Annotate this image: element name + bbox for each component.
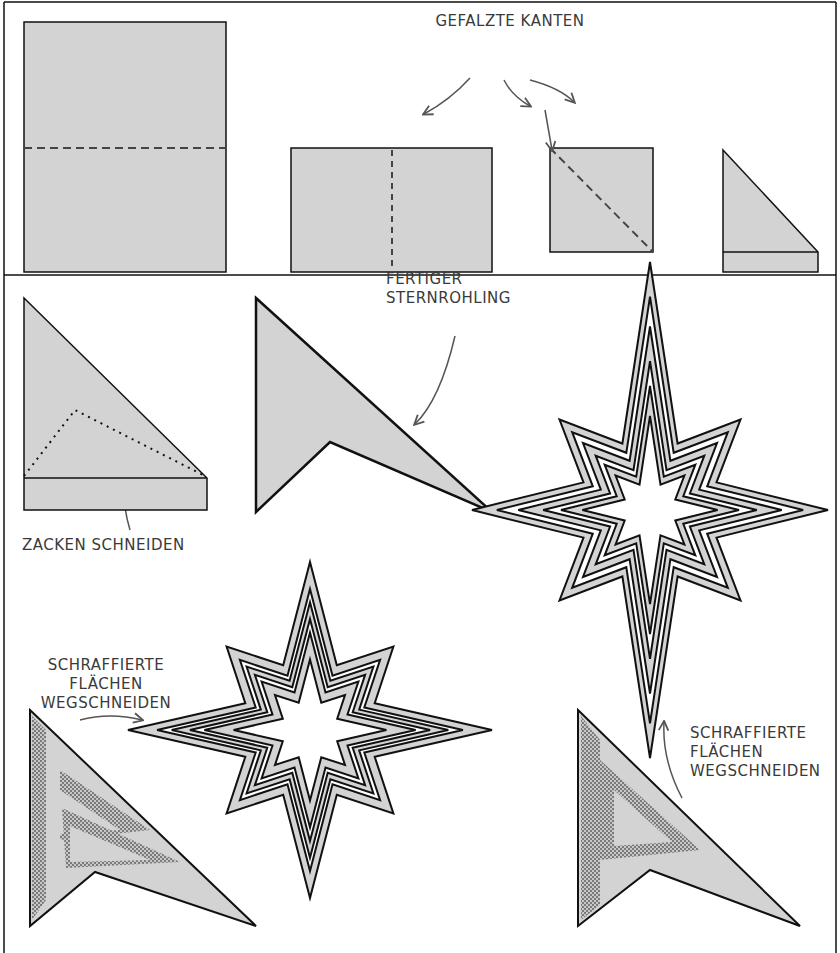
star-ring xyxy=(157,589,463,871)
instruction-label: FERTIGER STERNROHLING xyxy=(386,270,526,308)
star-ring xyxy=(204,633,415,828)
frame xyxy=(4,2,836,953)
star-ring xyxy=(128,562,492,898)
star-ring xyxy=(190,619,430,841)
star-ring xyxy=(497,297,803,724)
star-ring xyxy=(234,659,387,800)
hatched-blank-right xyxy=(578,710,800,926)
folding-steps xyxy=(24,22,818,272)
instruction-label: SCHRAFFIERTE FLÄCHEN WEGSCHNEIDEN xyxy=(690,724,830,780)
finished-stars xyxy=(128,262,828,898)
star-ring xyxy=(582,416,717,604)
instruction-label: SCHRAFFIERTE FLÄCHEN WEGSCHNEIDEN xyxy=(36,656,176,712)
star-blank xyxy=(256,298,492,512)
instruction-label: GEFALZTE KANTEN xyxy=(390,12,630,31)
star-ring xyxy=(472,262,828,758)
cutting-step xyxy=(24,298,207,510)
star-ring xyxy=(518,327,781,694)
instruction-label: ZACKEN SCHNEIDEN xyxy=(22,536,262,555)
star-ring xyxy=(561,386,739,634)
star-ring xyxy=(172,602,449,857)
star-ring xyxy=(543,361,757,659)
